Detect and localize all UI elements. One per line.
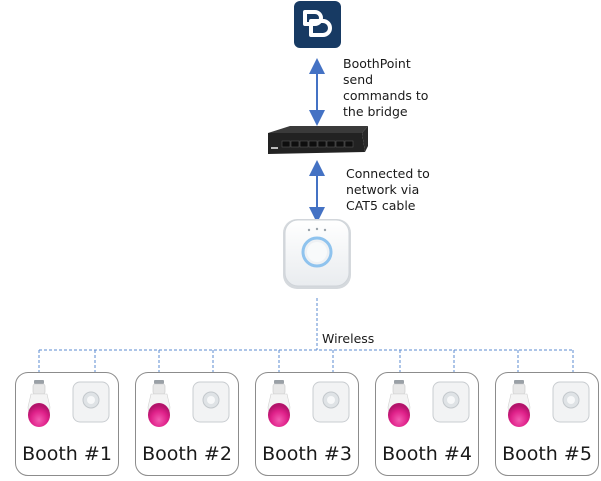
wireless-label: Wireless [322,331,375,346]
network-switch-icon [268,126,368,154]
motion-sensor-icon [552,381,590,423]
booth-label: Booth #4 [382,443,472,465]
booth-4: Booth #4 [375,372,479,476]
label-line: CAT5 cable [346,198,416,213]
light-bulb-icon [147,380,171,427]
label-line: network via [346,182,420,197]
motion-sensor-icon [432,381,470,423]
booth-label: Booth #2 [142,443,232,465]
booth-5: Booth #5 [495,372,599,476]
label-line: BoothPoint [343,56,411,71]
booth-label: Booth #3 [262,443,352,465]
boothpoint-logo-icon [294,1,341,48]
motion-sensor-icon [72,381,110,423]
motion-sensor-icon [312,381,350,423]
booth-2: Booth #2 [135,372,239,476]
light-bulb-icon [387,380,411,427]
booth-3: Booth #3 [255,372,359,476]
label-line: Connected to [346,166,430,181]
boothpoint-commands-label: BoothPoint send commands to the bridge [343,56,428,120]
wireless-network-lines [38,298,574,378]
hue-bridge-icon [283,219,351,289]
label-line: the bridge [343,104,408,119]
booth-1: Booth #1 [15,372,119,476]
light-bulb-icon [507,380,531,427]
booth-label: Booth #1 [22,443,112,465]
booth-label: Booth #5 [502,443,592,465]
label-line: commands to [343,88,429,103]
motion-sensor-icon [192,381,230,423]
network-connection-label: Connected to network via CAT5 cable [346,166,430,214]
light-bulb-icon [27,380,51,427]
light-bulb-icon [267,380,291,427]
label-line: send [343,72,374,87]
